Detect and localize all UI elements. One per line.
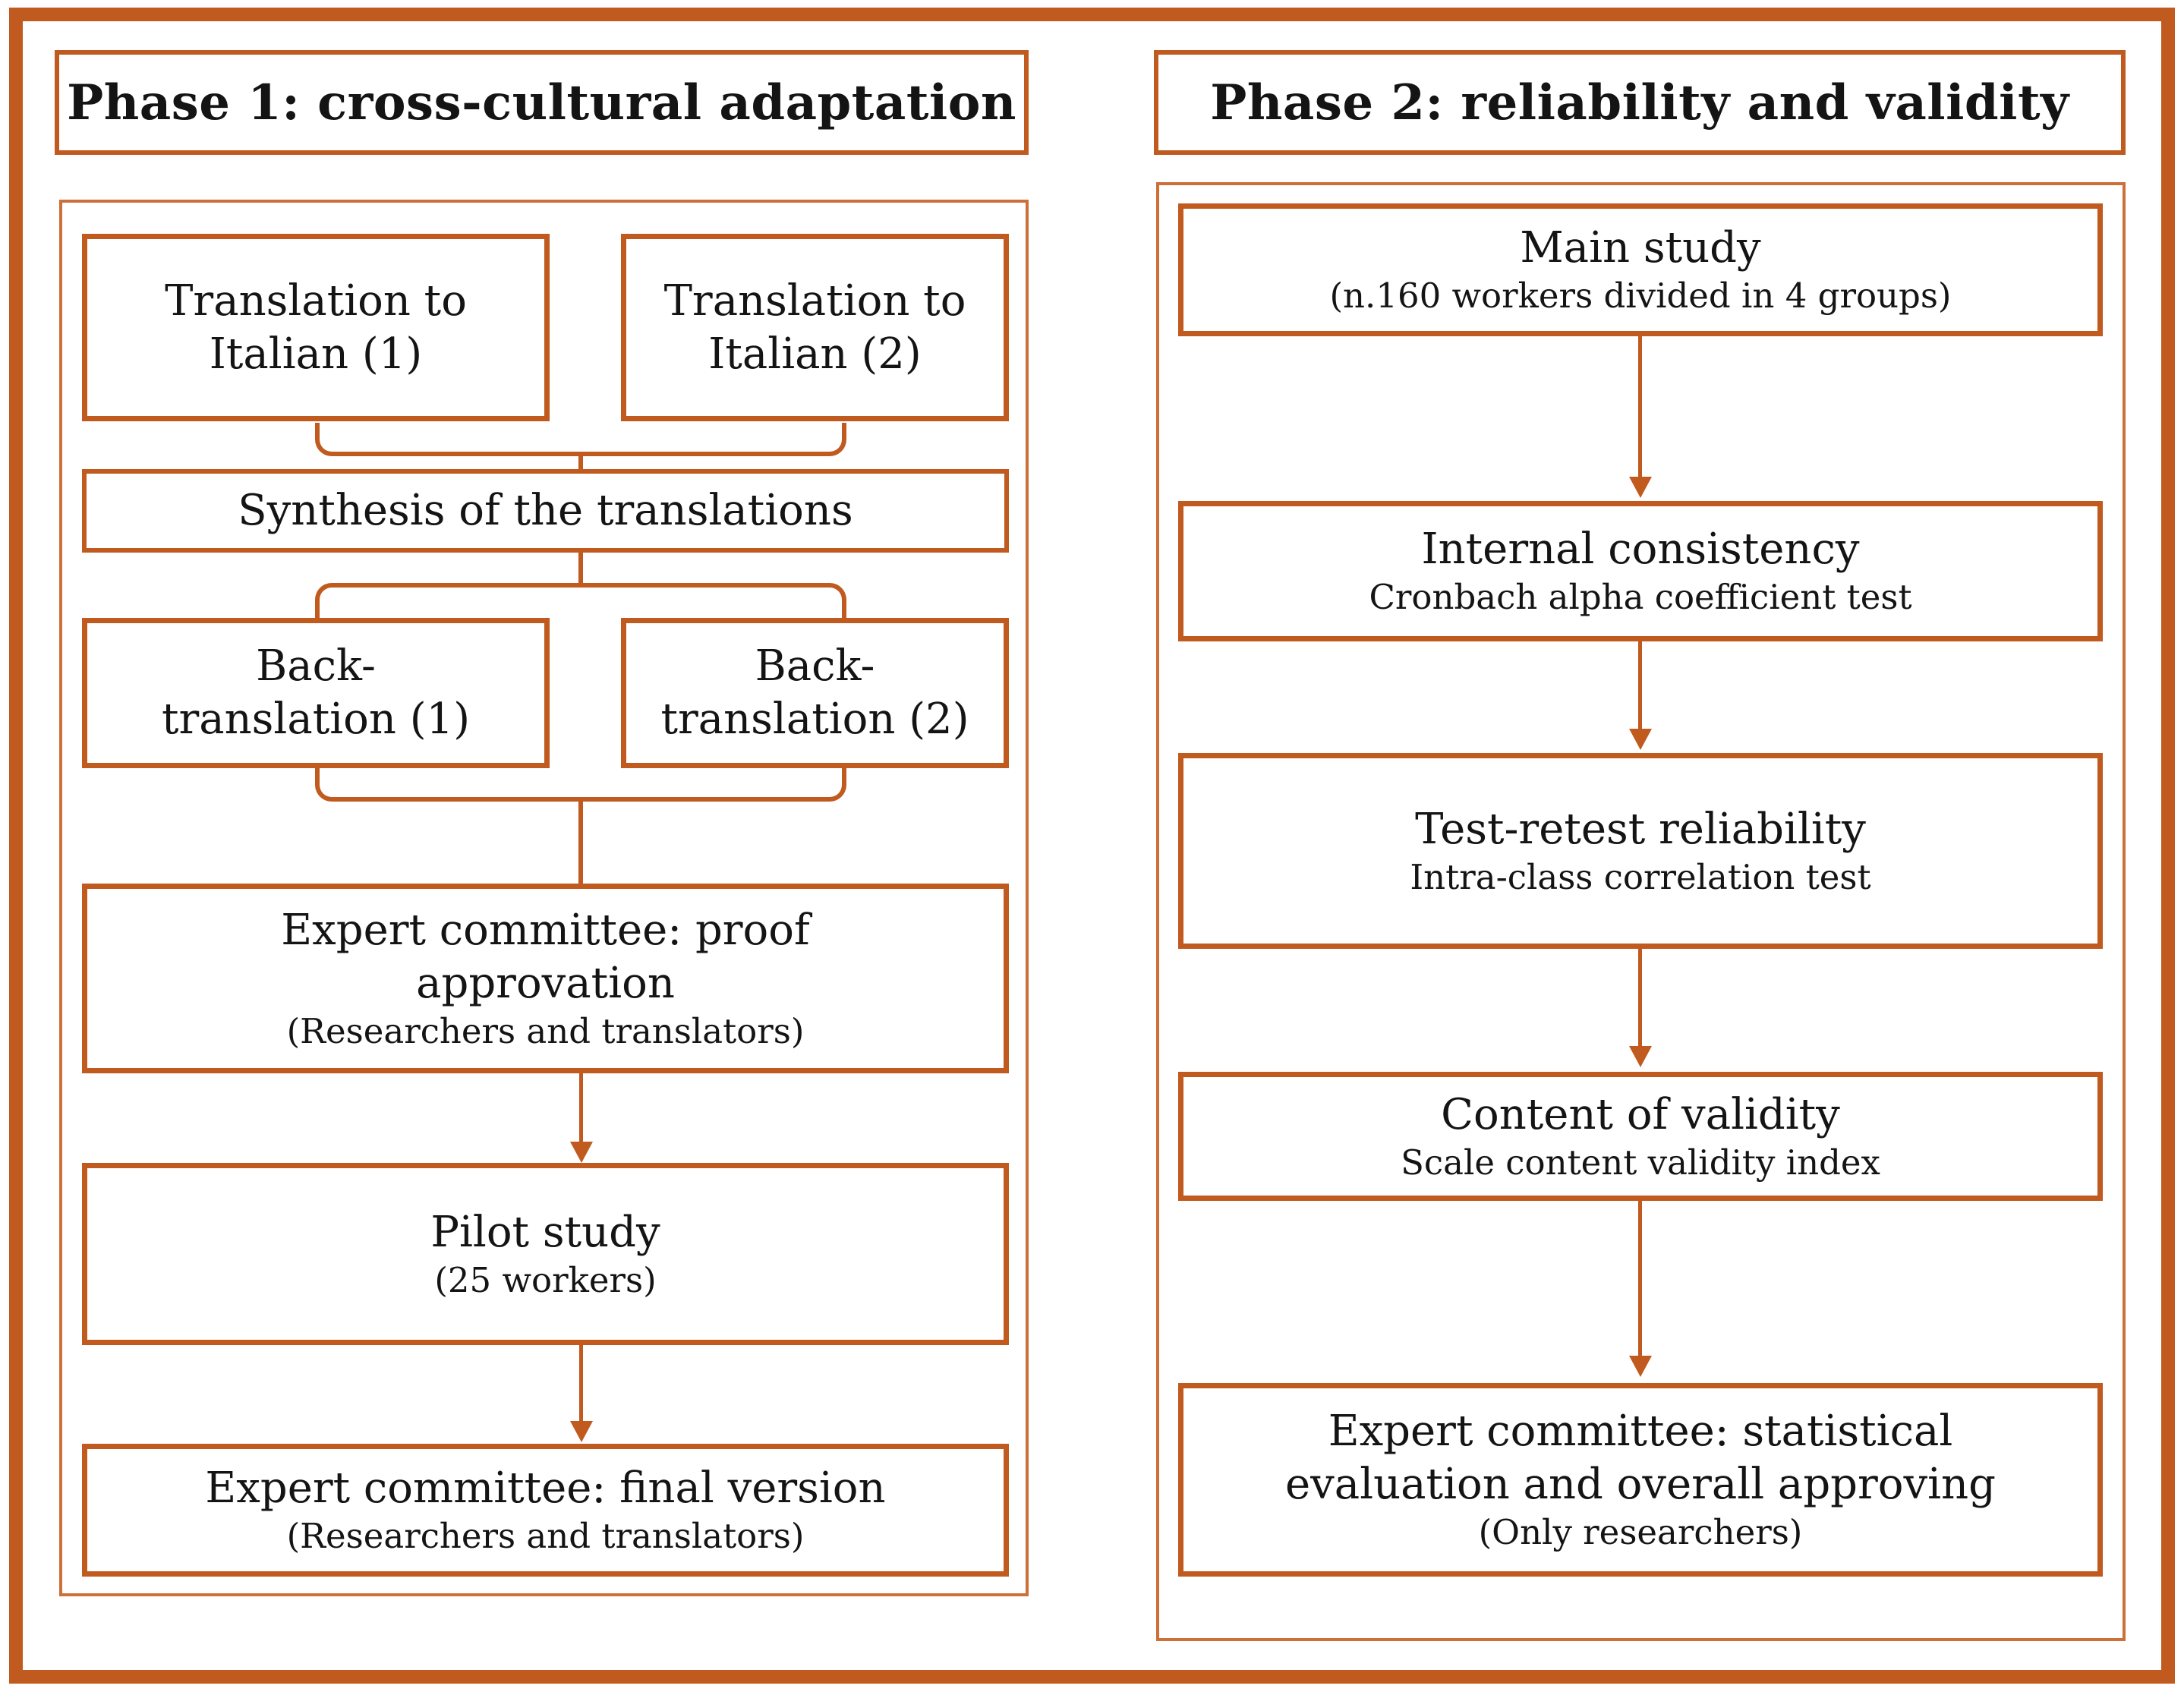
translation-2-label: Translation to Italian (2) <box>663 276 966 379</box>
expert-statistical-sublabel: (Only researchers) <box>1478 1512 1803 1553</box>
main-study-sublabel: (n.160 workers divided in 4 groups) <box>1329 276 1952 317</box>
expert-final-box: Expert committee: final version (Researc… <box>82 1444 1009 1577</box>
main-study-box: Main study (n.160 workers divided in 4 g… <box>1178 203 2103 336</box>
back-translation-1-label: Back- translation (1) <box>161 641 471 744</box>
phase1-title-box: Phase 1: cross-cultural adaptation <box>55 50 1029 155</box>
synthesis-label: Synthesis of the translations <box>238 486 853 535</box>
down-arrow <box>579 1073 583 1143</box>
synthesis-box: Synthesis of the translations <box>82 469 1009 553</box>
down-arrow <box>1638 641 1642 730</box>
content-validity-label: Content of validity <box>1441 1089 1840 1139</box>
down-arrow-head <box>570 1142 593 1163</box>
split-bracket-backtranslations <box>315 583 846 618</box>
phase2-title-box: Phase 2: reliability and validity <box>1154 50 2126 155</box>
pilot-study-label: Pilot study <box>430 1207 660 1257</box>
connector-stem <box>578 800 583 885</box>
merge-bracket-backtranslations <box>315 768 846 802</box>
down-arrow <box>1638 336 1642 478</box>
phase2-title: Phase 2: reliability and validity <box>1210 74 2069 131</box>
down-arrow-head <box>1629 729 1652 750</box>
back-translation-2-label: Back- translation (2) <box>660 641 969 744</box>
down-arrow <box>1638 949 1642 1048</box>
content-validity-box: Content of validity Scale content validi… <box>1178 1072 2103 1201</box>
content-validity-sublabel: Scale content validity index <box>1401 1142 1880 1183</box>
down-arrow <box>1638 1201 1642 1357</box>
down-arrow-head <box>570 1421 593 1442</box>
merge-bracket-translations <box>315 423 846 456</box>
connector-stem <box>578 455 583 471</box>
translation-1-label: Translation to Italian (1) <box>165 276 467 379</box>
test-retest-sublabel: Intra-class correlation test <box>1410 856 1871 897</box>
test-retest-label: Test-retest reliability <box>1415 804 1866 854</box>
pilot-study-box: Pilot study (25 workers) <box>82 1163 1009 1345</box>
down-arrow-head <box>1629 1356 1652 1377</box>
expert-statistical-box: Expert committee: statistical evaluation… <box>1178 1383 2103 1577</box>
expert-proof-box: Expert committee: proof approvation (Res… <box>82 884 1009 1073</box>
test-retest-box: Test-retest reliability Intra-class corr… <box>1178 753 2103 949</box>
expert-final-sublabel: (Researchers and translators) <box>286 1516 805 1557</box>
pilot-study-sublabel: (25 workers) <box>434 1259 657 1300</box>
back-translation-1-box: Back- translation (1) <box>82 618 550 768</box>
expert-statistical-label: Expert committee: statistical evaluation… <box>1285 1407 1996 1510</box>
expert-proof-label: Expert committee: proof approvation <box>281 905 810 1008</box>
expert-proof-sublabel: (Researchers and translators) <box>286 1010 805 1051</box>
internal-consistency-box: Internal consistency Cronbach alpha coef… <box>1178 501 2103 641</box>
down-arrow-head <box>1629 1046 1652 1067</box>
internal-consistency-label: Internal consistency <box>1421 525 1860 575</box>
translation-1-box: Translation to Italian (1) <box>82 234 550 421</box>
main-study-label: Main study <box>1520 223 1761 273</box>
outer-frame <box>9 8 2175 1684</box>
internal-consistency-sublabel: Cronbach alpha coefficient test <box>1369 577 1912 618</box>
translation-2-box: Translation to Italian (2) <box>621 234 1009 421</box>
down-arrow-head <box>1629 477 1652 498</box>
down-arrow <box>579 1345 583 1422</box>
phase1-title: Phase 1: cross-cultural adaptation <box>67 74 1016 131</box>
back-translation-2-box: Back- translation (2) <box>621 618 1009 768</box>
connector-stem <box>578 553 583 584</box>
expert-final-label: Expert committee: final version <box>205 1463 886 1514</box>
